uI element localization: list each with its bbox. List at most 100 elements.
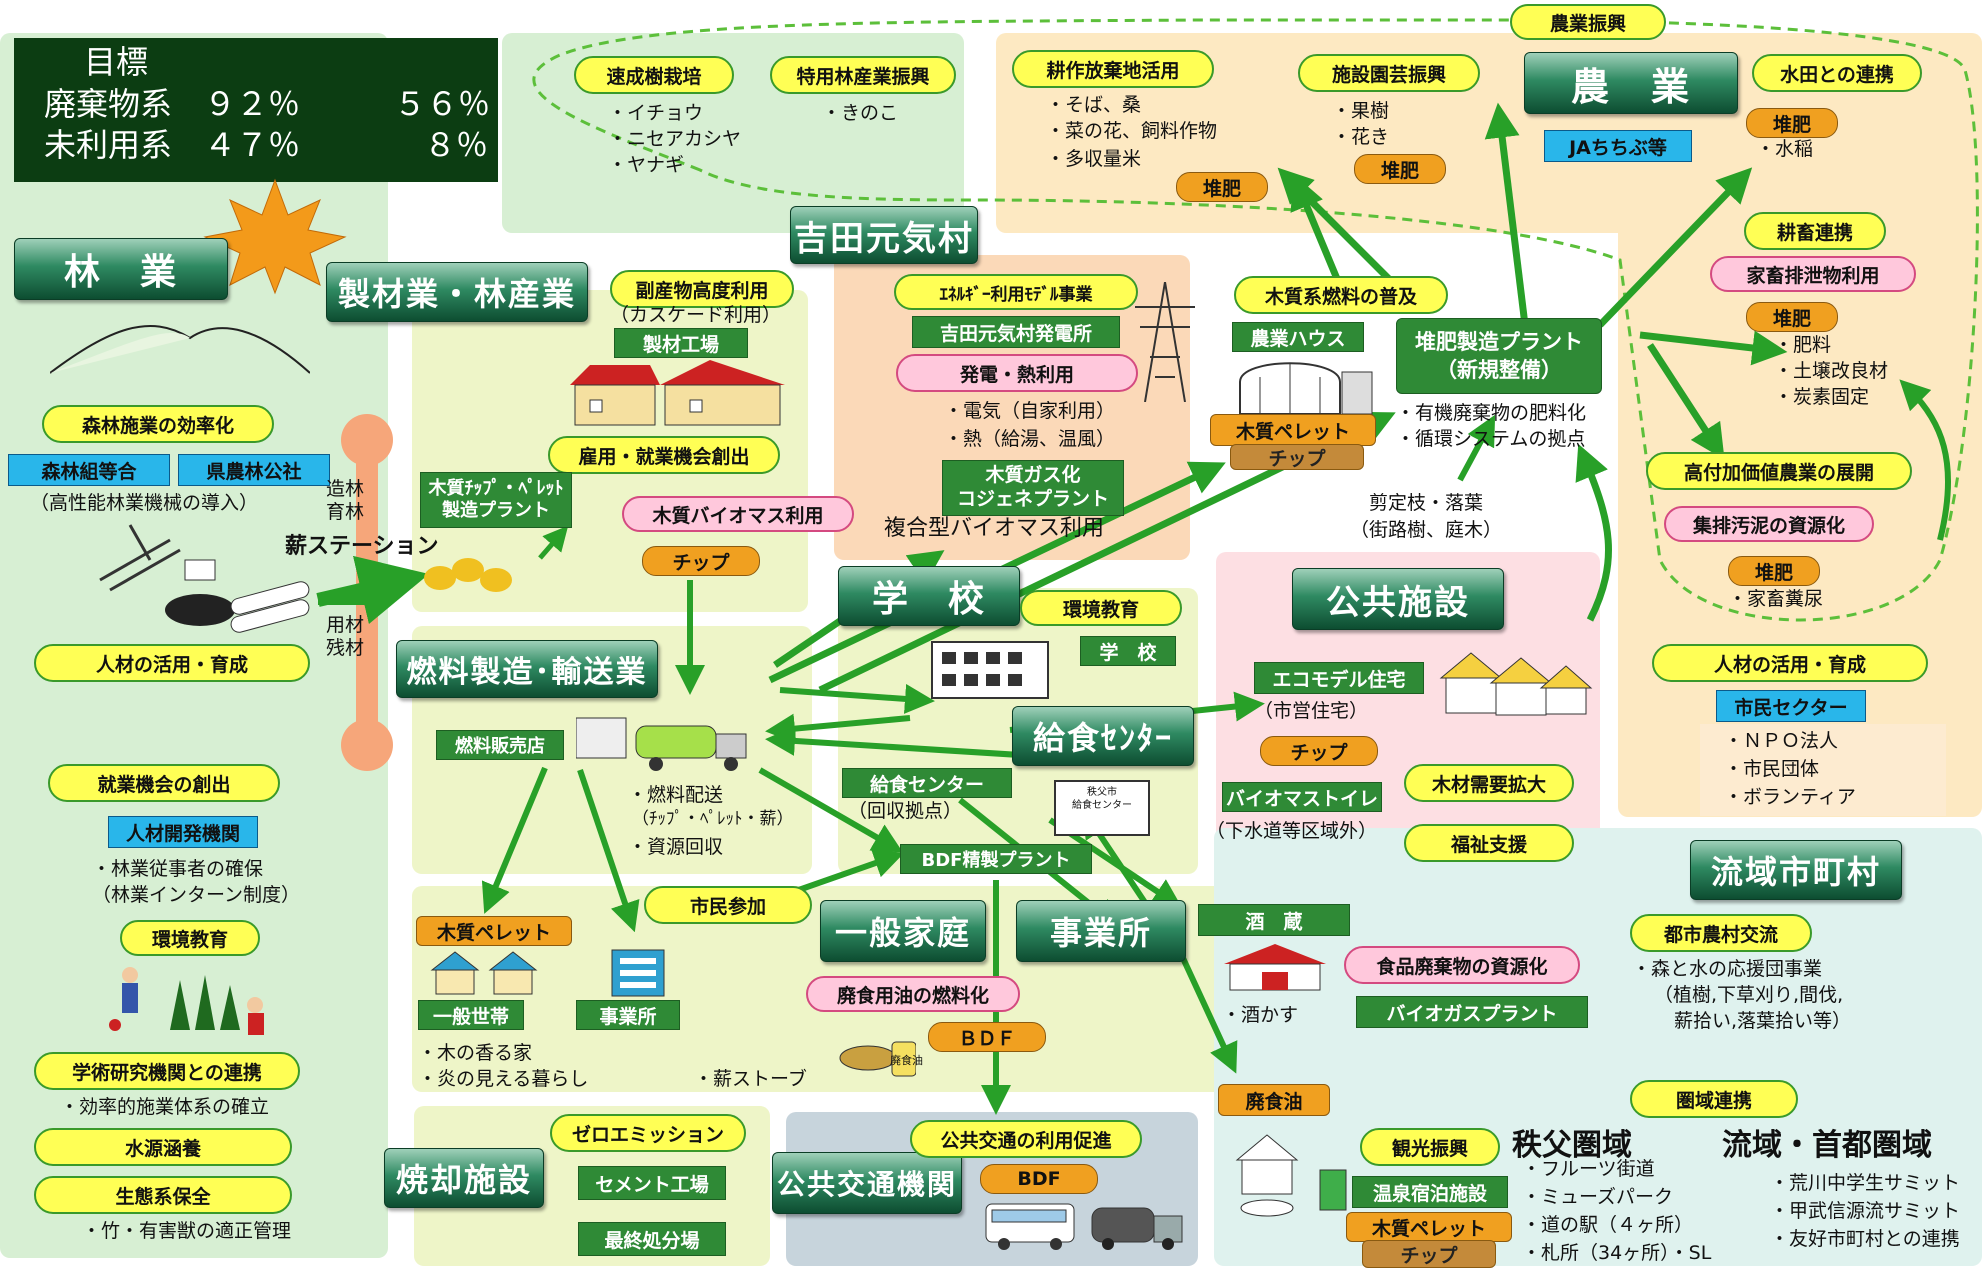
agri-house-box: 農業ハウス (1232, 322, 1364, 352)
eco-houses-icon (1439, 652, 1593, 716)
exchange-oval: 都市農村交流 (1630, 914, 1812, 952)
regional-link-oval: 圏域連携 (1630, 1080, 1798, 1118)
brewery-box: 酒 蔵 (1198, 904, 1350, 936)
horti-item-2: ・花き (1332, 126, 1390, 148)
household-office-box: 事業所 (576, 1000, 680, 1030)
onsen-box: 温泉宿泊施設 (1352, 1176, 1508, 1208)
eco-oval: 生態系保全 (34, 1176, 292, 1214)
zero-emission-oval: ゼロエミッション (550, 1114, 746, 1152)
target-box: 目標 廃棄物系 ９２％ ５６％ 未利用系 ４７％ ８％ (14, 38, 498, 182)
org-forest-union: 森林組等合 (8, 454, 170, 486)
target-row2-v1: ４７％ (204, 126, 301, 165)
citizen-item-2: ・市民団体 (1724, 758, 1820, 780)
general-household-box: 一般世帯 (418, 1000, 524, 1030)
speed-tree-item-1: ・イチョウ (608, 102, 704, 124)
employment-oval: 雇用・就業機会創出 (548, 436, 780, 474)
capital-title: 流域・首都圏域 (1722, 1128, 1932, 1163)
paddy-item: ・水稲 (1756, 138, 1814, 160)
citizen-sector-box: 市民セクター (1716, 690, 1866, 722)
citizen-item-3: ・ボランティア (1724, 786, 1856, 808)
cogen-box: 木質ガス化 コジェネプラント (942, 460, 1124, 516)
chichibu-item-3: ・道の駅（４ヶ所） (1522, 1214, 1694, 1236)
abandoned-item-3: ・多収量米 (1046, 148, 1142, 170)
high-value-oval: 高付加価値農業の展開 (1646, 452, 1912, 490)
abandoned-item-1: ・そば、桑 (1046, 94, 1142, 116)
office-building-icon (611, 949, 665, 997)
target-row2-v2: ８％ (424, 126, 489, 165)
onsen-icon (1235, 1134, 1347, 1217)
forestry-title: 林 業 (14, 238, 228, 300)
compost-box-3: 堆肥 (1746, 108, 1838, 138)
fuel-item-2: （ﾁｯﾌﾟ・ﾍﾟﾚｯﾄ・薪） (632, 809, 794, 829)
household-pellet-box: 木質ペレット (416, 916, 572, 946)
welfare-oval: 福祉支援 (1404, 824, 1574, 862)
compost-box-4: 堆肥 (1746, 302, 1838, 332)
agri-title: 農 業 (1524, 52, 1738, 114)
manure-box: 家畜排泄物利用 (1710, 256, 1916, 292)
greenhouse-icon (1239, 362, 1373, 415)
bus-icon (985, 1203, 1075, 1250)
cement-box: セメント工場 (578, 1166, 726, 1200)
speed-tree-item-2: ・ニセアカシヤ (608, 128, 742, 150)
yoshida-item-2: ・熱（給湯、温風） (944, 428, 1116, 450)
houses-icon (430, 951, 538, 995)
stove-item: ・薪ストーブ (694, 1068, 807, 1090)
org-prefecture-forest: 県農林公社 (178, 454, 330, 486)
livestock-item-1: ・肥料 (1774, 334, 1832, 356)
public-title: 公共施設 (1292, 568, 1504, 630)
paddy-oval: 水田との連携 (1752, 54, 1922, 92)
food-waste-box: 食品廃棄物の資源化 (1344, 946, 1580, 984)
compost-box-1: 堆肥 (1176, 172, 1268, 202)
power-heat-box: 発電・熱利用 (896, 354, 1138, 392)
biomass-toilet-box: バイオマストイレ (1222, 782, 1382, 812)
livestock-oval: 耕畜連携 (1744, 212, 1886, 250)
target-row1-v1: ９２％ (204, 84, 301, 123)
maple-leaf-icon (203, 178, 347, 295)
hr-note-2: （林業インターン制度） (92, 884, 301, 906)
oil-icon-label: 廃食油 (890, 1054, 923, 1067)
compost-plant-item-1: ・有機廃棄物の肥料化 (1396, 402, 1587, 424)
firewood-station-label: 薪ステーション (285, 534, 439, 559)
lunch-title: 給食ｾﾝﾀｰ (1012, 706, 1194, 766)
forest-efficiency-oval: 森林施業の効率化 (42, 405, 274, 443)
capital-item-3: ・友好市町村との連携 (1770, 1228, 1960, 1250)
forest-jobs-oval: 就業機会の創出 (48, 764, 280, 802)
biogas-plant-box: バイオガスプラント (1356, 996, 1588, 1028)
forest-hr-oval: 人材の活用・育成 (34, 644, 310, 682)
target-row1-label: 廃棄物系 (44, 84, 173, 123)
fuel-title: 燃料製造･輸送業 (396, 640, 658, 698)
ja-box: JAちちぶ等 (1544, 130, 1692, 162)
compost-plant-box: 堆肥製造プラント （新規整備） (1396, 318, 1602, 394)
target-title: 目標 (84, 43, 149, 81)
special-forest-item: ・きのこ (822, 102, 899, 124)
exchange-item-2: （植樹,下草刈り,間伐, (1654, 984, 1844, 1006)
wood-biomass-box: 木質バイオマス利用 (622, 496, 854, 532)
hr-note-1: ・林業従事者の確保 (92, 858, 264, 880)
wood-chip-box: チップ (1230, 444, 1364, 470)
school-env-edu-oval: 環境教育 (1020, 590, 1182, 626)
fuel-item-3: ・資源回収 (628, 836, 724, 858)
citizen-items-panel (1700, 724, 1946, 816)
school-building-icon (931, 641, 1049, 699)
transit-title: 公共交通機関 (772, 1152, 962, 1214)
fuel-item-1: ・燃料配送 (628, 784, 724, 806)
oil-pan-icon (839, 1041, 916, 1077)
special-forest-oval: 特用林産業振興 (770, 56, 956, 94)
citizen-item-1: ・ＮＰＯ法人 (1724, 730, 1839, 752)
exchange-item-1: ・森と水の応援団事業 (1632, 958, 1823, 980)
biomass-toilet-sub: （下水道等区域外） (1206, 820, 1378, 842)
factory-building-icon (570, 360, 785, 426)
power-plant-box: 吉田元気村発電所 (912, 316, 1120, 348)
sawmill-title: 製材業・林産業 (326, 262, 588, 322)
forest-machines-text: （高性能林業機械の導入） (30, 492, 259, 514)
school-label-box: 学 校 (1080, 636, 1176, 666)
composite-biomass-label: 複合型バイオマス利用 (884, 516, 1105, 541)
research-oval: 学術研究機関との連携 (34, 1052, 300, 1090)
region-chip-box: チップ (1362, 1240, 1496, 1268)
agri-hr-oval: 人材の活用・育成 (1652, 644, 1928, 682)
garbage-truck-icon (1091, 1207, 1183, 1250)
transit-bdf-box: BDF (980, 1164, 1098, 1194)
log-pile-icon (424, 558, 512, 592)
energy-model-oval: ｴﾈﾙｷﾞｰ利用ﾓﾃﾞﾙ事業 (894, 274, 1138, 310)
school-title: 学 校 (838, 566, 1020, 626)
